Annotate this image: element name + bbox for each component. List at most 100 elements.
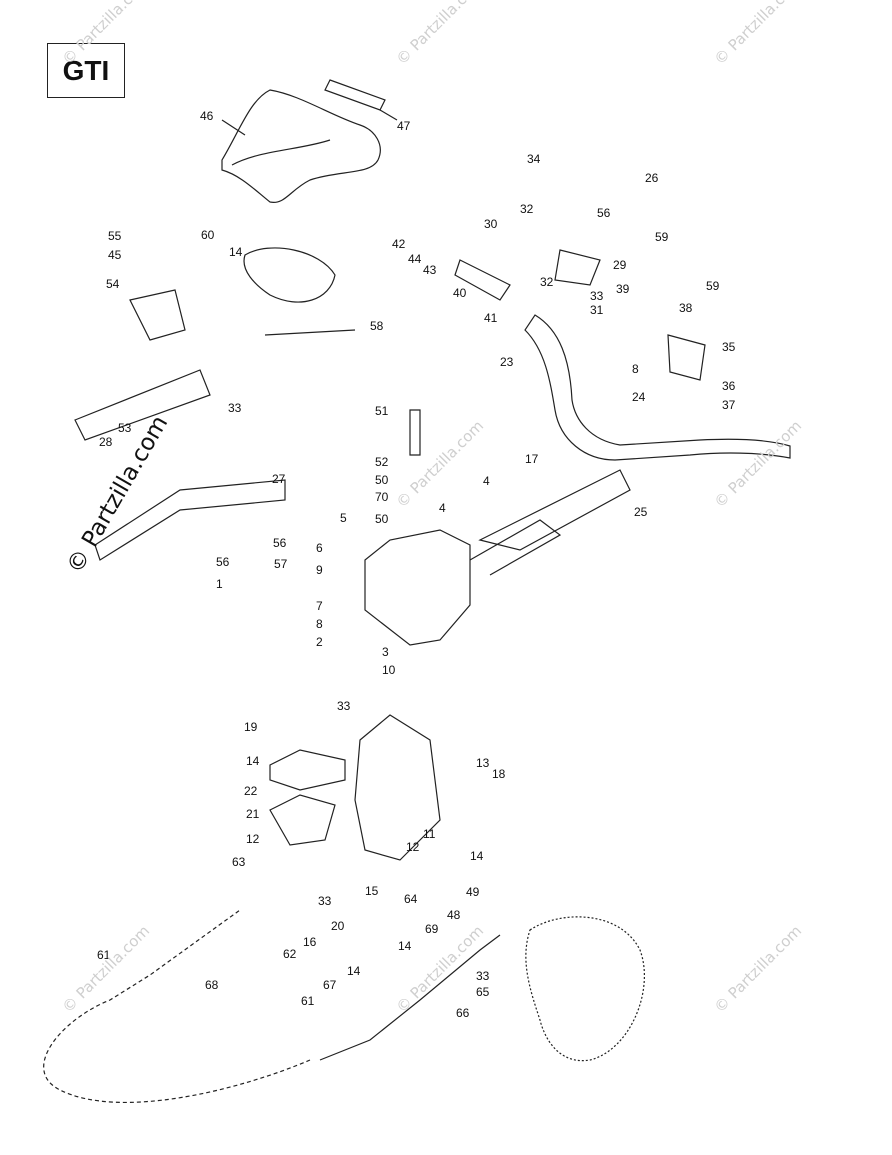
callout-label: 49 [466,885,480,899]
housing-part-35 [667,334,706,381]
pad-cover-part [243,247,336,303]
handlebar-cover-part [221,89,381,203]
callout-label: 56 [597,206,611,220]
callout-label: 32 [520,202,534,216]
model-label: GTI [47,43,125,98]
steering-column-part [364,529,471,646]
callout-label: 13 [476,756,490,770]
callout-label: 42 [392,237,406,251]
callout-label: 53 [118,421,132,435]
throttle-lever-part [129,289,186,341]
callout-label: 37 [722,398,736,412]
callout-label: 31 [590,303,604,317]
callout-label: 43 [423,263,437,277]
callout-label: 33 [337,699,351,713]
callout-label: 11 [423,827,436,841]
callout-label: 40 [453,286,467,300]
callout-label: 64 [404,892,418,906]
callout-label: 56 [273,536,287,550]
callout-label: 19 [244,720,258,734]
callout-label: 14 [398,939,412,953]
callout-label: 65 [476,985,490,999]
callout-label: 18 [492,767,506,781]
callout-label: 59 [655,230,669,244]
callout-label: 38 [679,301,693,315]
callout-label: 63 [232,855,246,869]
callout-label: 33 [228,401,242,415]
callout-label: 2 [316,635,323,649]
bolt-part [409,409,421,456]
callout-label: 68 [205,978,219,992]
callout-label: 3 [382,645,389,659]
callout-label: 20 [331,919,345,933]
arm-part [94,479,286,561]
callout-label: 44 [408,252,422,266]
emblem-part [324,79,386,111]
callout-label: 66 [456,1006,470,1020]
callout-label: 5 [340,511,347,525]
callout-label: 9 [316,563,323,577]
callout-label: 61 [301,994,315,1008]
callout-label: 62 [283,947,297,961]
callout-label: 17 [525,452,539,466]
callout-label: 8 [632,362,639,376]
callout-label: 54 [106,277,120,291]
callout-label: 60 [201,228,215,242]
callout-label: 56 [216,555,230,569]
throttle-cable-part [319,934,501,1061]
callout-label: 28 [99,435,113,449]
callout-labels: 46 47 34 26 32 30 56 59 42 44 43 29 40 3… [97,109,736,1020]
callout-label: 8 [316,617,323,631]
callout-label: 47 [397,119,411,133]
callout-label: 39 [616,282,630,296]
callout-label: 15 [365,884,379,898]
callout-label: 23 [500,355,514,369]
callout-label: 14 [470,849,484,863]
callout-label: 21 [246,807,260,821]
callout-label: 33 [590,289,604,303]
callout-label: 10 [382,663,396,677]
callout-label: 16 [303,935,317,949]
callout-label: 27 [272,472,286,486]
callout-label: 7 [316,599,323,613]
callout-label: 46 [200,109,214,123]
nozzle-part [525,916,645,1062]
callout-label: 36 [722,379,736,393]
grip-part [454,259,511,301]
callout-label: 4 [439,501,446,515]
callout-label: 48 [447,908,461,922]
callout-label: 33 [476,969,490,983]
callout-label: 25 [634,505,648,519]
callout-label: 4 [483,474,490,488]
callout-label: 69 [425,922,439,936]
bracket-part [269,749,346,791]
callout-label: 70 [375,490,389,504]
callout-label: 33 [318,894,332,908]
callout-label: 22 [244,784,258,798]
callout-label: 6 [316,541,323,555]
callout-label: 50 [375,512,389,526]
callout-label: 29 [613,258,627,272]
callout-label: 14 [229,245,243,259]
callout-label: 55 [108,229,122,243]
callout-label: 32 [540,275,554,289]
callout-label: 52 [375,455,389,469]
housing-part [554,249,601,286]
callout-label: 45 [108,248,122,262]
callout-label: 58 [370,319,384,333]
steering-cable-part [43,909,311,1104]
callout-label: 35 [722,340,736,354]
callout-label: 34 [527,152,541,166]
callout-label: 67 [323,978,337,992]
callout-label: 12 [406,840,420,854]
handlebar-part [524,314,791,461]
callout-label: 14 [347,964,361,978]
steering-support-part [354,714,441,861]
callout-label: 59 [706,279,720,293]
callout-label: 26 [645,171,659,185]
callout-label: 57 [274,557,288,571]
callout-label: 41 [484,311,498,325]
callout-label: 51 [375,404,389,418]
callout-label: 12 [246,832,260,846]
